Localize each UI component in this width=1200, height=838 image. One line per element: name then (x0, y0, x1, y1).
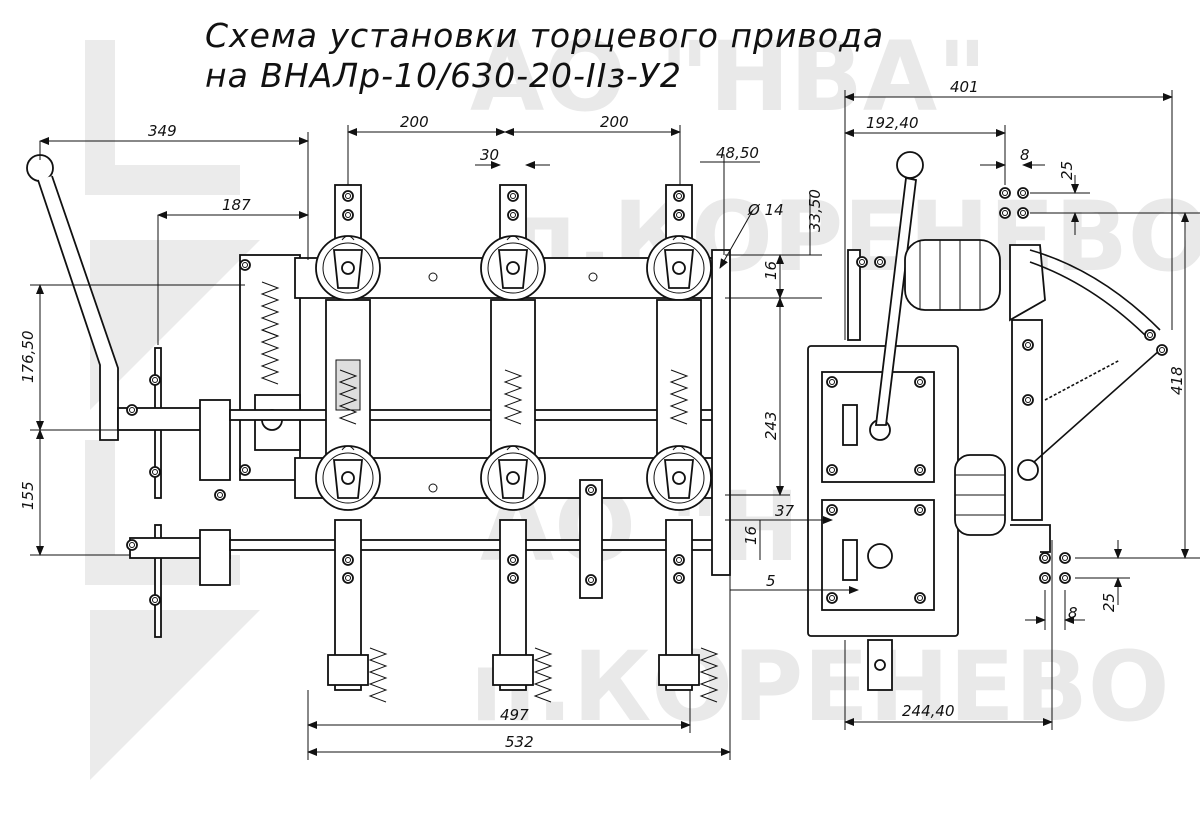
dim-532: 532 (505, 733, 534, 751)
dim-497: 497 (500, 706, 529, 724)
dim-187: 187 (222, 196, 251, 214)
watermark-text-top: АО "НВА" (470, 21, 987, 133)
side-view (807, 151, 1168, 691)
dim-16-bottom: 16 (742, 526, 760, 545)
dim-33-50: 33,50 (806, 189, 824, 232)
front-view (26, 154, 731, 703)
dim-200-right: 200 (600, 113, 629, 131)
dimension-labels: 349 187 200 200 30 48,50 Ø 14 33,50 16 1… (19, 78, 1186, 751)
dim-30: 30 (480, 146, 499, 164)
side-insulator-bottom (954, 454, 1006, 536)
watermark-logo-top (85, 40, 260, 410)
dim-243: 243 (762, 411, 780, 440)
title-line-1: Схема установки торцевого привода (205, 16, 885, 55)
dim-349: 349 (148, 122, 177, 140)
drive-mechanism (117, 254, 301, 638)
dimension-lines (30, 90, 1200, 760)
operating-handle (26, 154, 119, 441)
pole-1 (315, 184, 387, 703)
drawing-title: Схема установки торцевого привода на ВНА… (205, 16, 885, 96)
dim-5: 5 (766, 572, 776, 590)
pole-2 (480, 184, 603, 703)
dim-16-top: 16 (762, 261, 780, 280)
watermark-text-bottom: п.КОРЕНЕВО (470, 631, 1170, 743)
dim-244-40: 244,40 (902, 702, 955, 720)
dim-8-top: 8 (1020, 146, 1030, 164)
dim-37: 37 (775, 502, 795, 520)
title-line-2: на ВНАЛр-10/630-20-IIз-У2 (205, 56, 682, 95)
side-insulator-top (904, 239, 1001, 311)
pole-3 (646, 184, 718, 703)
dim-25-bottom: 25 (1100, 593, 1118, 612)
dim-200-left: 200 (400, 113, 429, 131)
dim-176-50: 176,50 (19, 331, 37, 384)
dim-48-50: 48,50 (716, 144, 759, 162)
dim-8-bottom: 8 (1068, 604, 1078, 622)
watermark-logo-bottom (85, 440, 260, 780)
dim-25-top: 25 (1058, 161, 1076, 180)
dim-192-40: 192,40 (866, 114, 919, 132)
dim-diameter-14: Ø 14 (747, 201, 784, 219)
dim-401: 401 (950, 78, 979, 96)
watermark: АО "НВА" п.КОРЕНЕВО АО "НВА" п.КОРЕНЕВО (85, 21, 1200, 780)
dim-155: 155 (19, 481, 37, 510)
dim-418: 418 (1168, 366, 1186, 395)
